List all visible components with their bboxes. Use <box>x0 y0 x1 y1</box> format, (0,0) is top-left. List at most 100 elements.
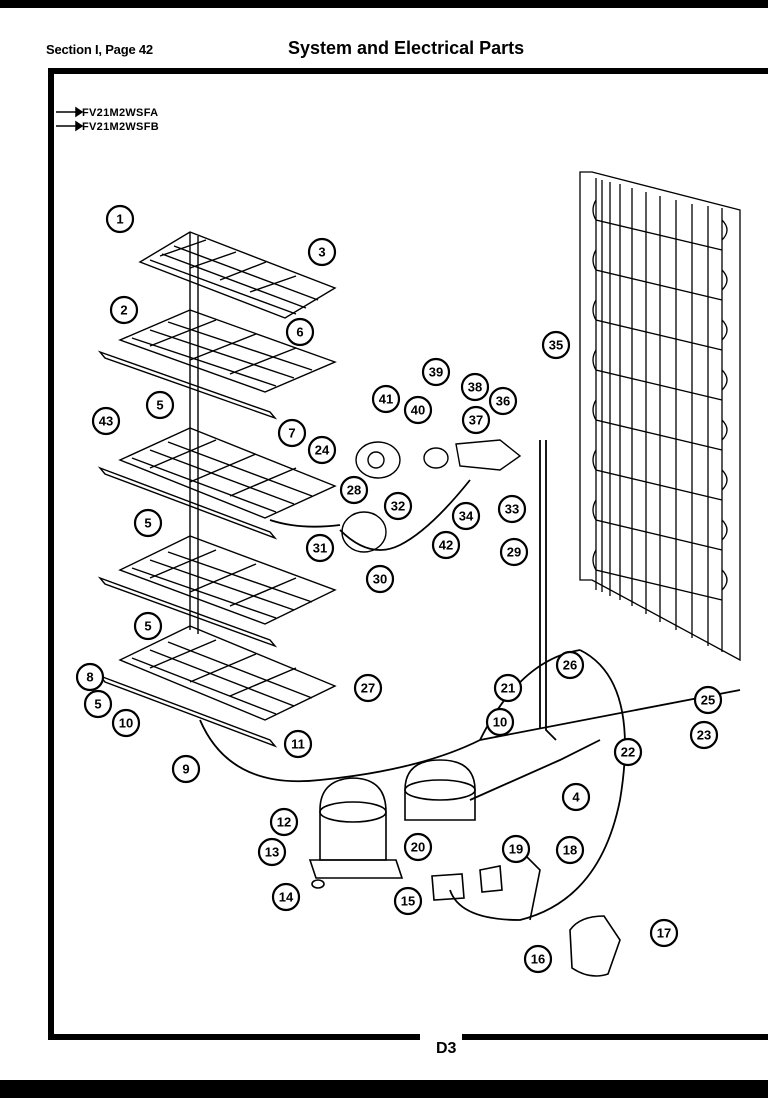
wire-shelves <box>97 231 337 748</box>
svg-text:3: 3 <box>318 245 325 260</box>
callout-37: 37 <box>461 405 491 435</box>
callout-38: 38 <box>460 372 490 402</box>
callout-31: 31 <box>305 533 335 563</box>
svg-text:16: 16 <box>531 952 545 967</box>
section-page-label: Section I, Page 42 <box>46 42 153 57</box>
callout-34: 34 <box>451 501 481 531</box>
svg-text:5: 5 <box>156 398 163 413</box>
callout-32: 32 <box>383 491 413 521</box>
callout-9: 9 <box>171 754 201 784</box>
svg-text:24: 24 <box>315 443 330 458</box>
callout-5b: 5 <box>133 508 163 538</box>
model-number-b: FV21M2WSFB <box>82 121 159 133</box>
callout-42: 42 <box>431 530 461 560</box>
svg-text:21: 21 <box>501 681 515 696</box>
callout-21: 21 <box>493 673 523 703</box>
svg-text:27: 27 <box>361 681 375 696</box>
callout-17: 17 <box>649 918 679 948</box>
svg-text:38: 38 <box>468 380 482 395</box>
callout-1: 1 <box>105 204 135 234</box>
callout-2: 2 <box>109 295 139 325</box>
svg-text:1: 1 <box>116 212 123 227</box>
callout-6: 6 <box>285 317 315 347</box>
callout-40: 40 <box>403 395 433 425</box>
svg-text:2: 2 <box>120 303 127 318</box>
bottom-border-bar <box>0 1080 768 1098</box>
model-arrows <box>56 106 84 132</box>
callout-20: 20 <box>403 832 433 862</box>
callout-30: 30 <box>365 564 395 594</box>
page-title: System and Electrical Parts <box>288 38 525 58</box>
diagram-frame <box>48 68 768 1040</box>
compressor <box>308 777 404 889</box>
page-code: D3 <box>436 1040 457 1057</box>
svg-text:6: 6 <box>296 325 303 340</box>
callout-3: 3 <box>307 237 337 267</box>
fan-motor <box>404 759 476 821</box>
svg-text:35: 35 <box>549 338 563 353</box>
callout-22: 22 <box>613 737 643 767</box>
svg-text:5: 5 <box>94 697 101 712</box>
svg-text:10: 10 <box>493 715 507 730</box>
relay-overload <box>431 849 621 977</box>
callout-14: 14 <box>271 882 301 912</box>
callout-35: 35 <box>541 330 571 360</box>
callout-12: 12 <box>269 807 299 837</box>
svg-text:30: 30 <box>373 572 387 587</box>
svg-text:12: 12 <box>277 815 291 830</box>
svg-text:10: 10 <box>119 716 133 731</box>
svg-text:18: 18 <box>563 843 577 858</box>
callout-11: 11 <box>283 729 313 759</box>
svg-text:7: 7 <box>288 426 295 441</box>
svg-text:5: 5 <box>144 619 151 634</box>
callout-26: 26 <box>555 650 585 680</box>
callout-10b: 10 <box>485 707 515 737</box>
callout-18: 18 <box>555 835 585 865</box>
svg-text:25: 25 <box>701 693 715 708</box>
svg-text:42: 42 <box>439 538 453 553</box>
callout-24: 24 <box>307 435 337 465</box>
callout-5c: 5 <box>133 611 163 641</box>
svg-text:36: 36 <box>496 394 510 409</box>
callout-36: 36 <box>488 386 518 416</box>
callout-10a: 10 <box>111 708 141 738</box>
callout-7: 7 <box>277 418 307 448</box>
svg-text:41: 41 <box>379 392 393 407</box>
svg-text:26: 26 <box>563 658 577 673</box>
svg-text:31: 31 <box>313 541 327 556</box>
svg-text:5: 5 <box>144 516 151 531</box>
svg-text:34: 34 <box>459 509 474 524</box>
callout-16: 16 <box>523 944 553 974</box>
callout-27: 27 <box>353 673 383 703</box>
svg-text:40: 40 <box>411 403 425 418</box>
frame-notch <box>420 1026 462 1044</box>
callout-39: 39 <box>421 357 451 387</box>
svg-text:13: 13 <box>265 845 279 860</box>
callout-5d: 5 <box>83 689 113 719</box>
svg-text:8: 8 <box>86 670 93 685</box>
svg-text:17: 17 <box>657 926 671 941</box>
svg-text:4: 4 <box>572 790 580 805</box>
svg-text:9: 9 <box>182 762 189 777</box>
callout-5a: 5 <box>145 390 175 420</box>
callout-15: 15 <box>393 886 423 916</box>
svg-text:28: 28 <box>347 483 361 498</box>
svg-text:20: 20 <box>411 840 425 855</box>
callout-8: 8 <box>75 662 105 692</box>
svg-text:39: 39 <box>429 365 443 380</box>
callout-13: 13 <box>257 837 287 867</box>
svg-text:33: 33 <box>505 502 519 517</box>
callout-19: 19 <box>501 834 531 864</box>
callout-43: 43 <box>91 406 121 436</box>
callout-29: 29 <box>499 537 529 567</box>
svg-text:32: 32 <box>391 499 405 514</box>
top-border-bar <box>0 0 768 8</box>
callout-25: 25 <box>693 685 723 715</box>
callout-41: 41 <box>371 384 401 414</box>
svg-text:15: 15 <box>401 894 415 909</box>
control-parts <box>341 439 522 553</box>
callout-23: 23 <box>689 720 719 750</box>
callout-4: 4 <box>561 782 591 812</box>
svg-text:37: 37 <box>469 413 483 428</box>
